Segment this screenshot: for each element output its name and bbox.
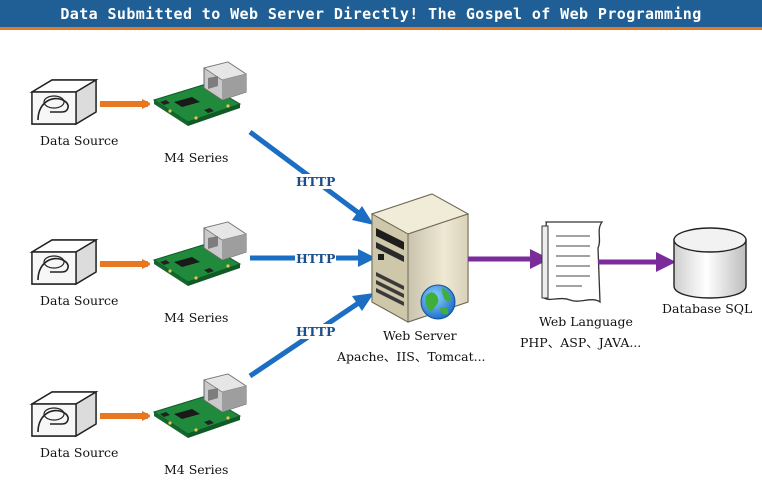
m4-module-icon	[149, 221, 247, 293]
m4-series-label-2: M4 Series	[164, 310, 229, 325]
data-source-label-1: Data Source	[40, 133, 119, 148]
purple-arrow-2	[598, 252, 676, 272]
http-label-3: HTTP	[295, 324, 337, 339]
http-label-1: HTTP	[295, 174, 337, 189]
m4-module-icon	[149, 373, 247, 445]
web-language-title: Web Language	[539, 314, 633, 329]
data-source-icon	[31, 239, 97, 285]
database-icon	[673, 227, 747, 299]
m4-module-3	[149, 373, 247, 445]
m4-module-1	[149, 61, 247, 133]
data-source-label-2: Data Source	[40, 293, 119, 308]
web-language-doc	[541, 221, 603, 303]
http-label-2: HTTP	[295, 251, 337, 266]
database-label: Database SQL	[662, 301, 753, 316]
web-server	[371, 193, 469, 323]
purple-arrow-1	[468, 249, 550, 269]
database	[673, 227, 747, 299]
web-server-title: Web Server	[383, 328, 457, 343]
title-bar: Data Submitted to Web Server Directly! T…	[0, 0, 762, 30]
globe-icon	[420, 284, 456, 320]
m4-module-icon	[149, 61, 247, 133]
web-server-subtitle: Apache、IIS、Tomcat...	[337, 349, 486, 364]
data-source-icon	[31, 391, 97, 437]
data-source-icon	[31, 79, 97, 125]
page-title: Data Submitted to Web Server Directly! T…	[60, 5, 702, 23]
web-language-subtitle: PHP、ASP、JAVA...	[520, 335, 642, 350]
m4-series-label-1: M4 Series	[164, 150, 229, 165]
data-source-2	[31, 239, 97, 285]
http-arrow-1	[248, 129, 374, 225]
data-source-3	[31, 391, 97, 437]
http-arrow-3	[248, 293, 374, 379]
data-source-1	[31, 79, 97, 125]
m4-series-label-3: M4 Series	[164, 462, 229, 477]
data-source-label-3: Data Source	[40, 445, 119, 460]
m4-module-2	[149, 221, 247, 293]
document-icon	[541, 221, 603, 303]
